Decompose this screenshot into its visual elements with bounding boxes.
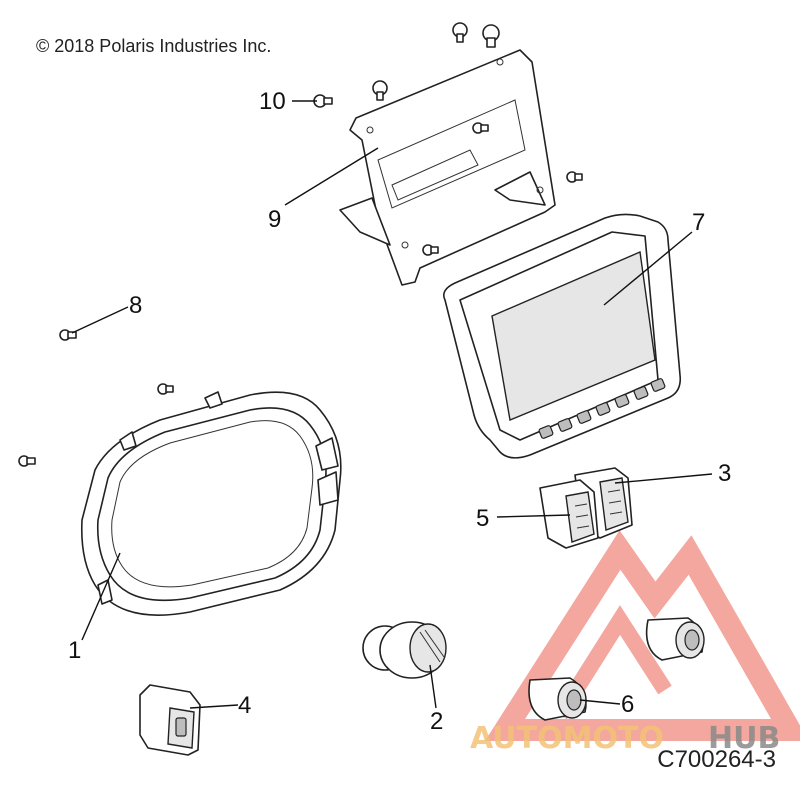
screw-icon xyxy=(422,244,439,256)
watermark-logo xyxy=(484,530,800,741)
leader-lines xyxy=(71,100,713,709)
drawing-number: C700264-3 xyxy=(657,746,776,773)
screw-icon xyxy=(472,122,489,134)
screw-icon xyxy=(59,329,77,341)
callout-8: 8 xyxy=(129,292,142,319)
callout-3: 3 xyxy=(718,460,731,487)
callout-7: 7 xyxy=(692,209,705,236)
screw-icon xyxy=(566,171,583,183)
callout-1: 1 xyxy=(68,637,81,664)
instrument-cluster-icon xyxy=(80,391,342,616)
watermark-wordmark: AUTOMOTO HUB xyxy=(470,721,780,756)
callout-labels: 1 2 3 4 5 6 7 8 9 10 xyxy=(68,88,731,735)
display-button-row xyxy=(538,378,666,439)
screw-icon xyxy=(372,80,388,101)
callout-9: 9 xyxy=(268,206,281,233)
screw-icon xyxy=(157,383,174,395)
screw-icon xyxy=(452,22,468,43)
display-screen-icon xyxy=(442,213,682,459)
watermark-brand-right: HUB xyxy=(708,721,780,756)
callout-5: 5 xyxy=(476,505,489,532)
power-outlet-icon xyxy=(645,617,705,661)
mounting-bracket-icon xyxy=(339,49,556,286)
callout-10: 10 xyxy=(259,88,286,115)
callout-4: 4 xyxy=(238,692,251,719)
rocker-switch-icon xyxy=(539,479,599,549)
rotary-knob-icon xyxy=(362,621,447,679)
callout-6: 6 xyxy=(621,691,634,718)
screw-icon xyxy=(482,24,500,48)
screw-icon xyxy=(18,455,36,467)
rocker-switch-icon xyxy=(139,684,201,756)
watermark-brand-left: AUTOMOTO xyxy=(470,721,664,756)
screw-group xyxy=(18,22,583,467)
copyright-notice: © 2018 Polaris Industries Inc. xyxy=(36,36,272,56)
power-outlet-icon xyxy=(528,677,587,721)
callout-2: 2 xyxy=(430,708,443,735)
